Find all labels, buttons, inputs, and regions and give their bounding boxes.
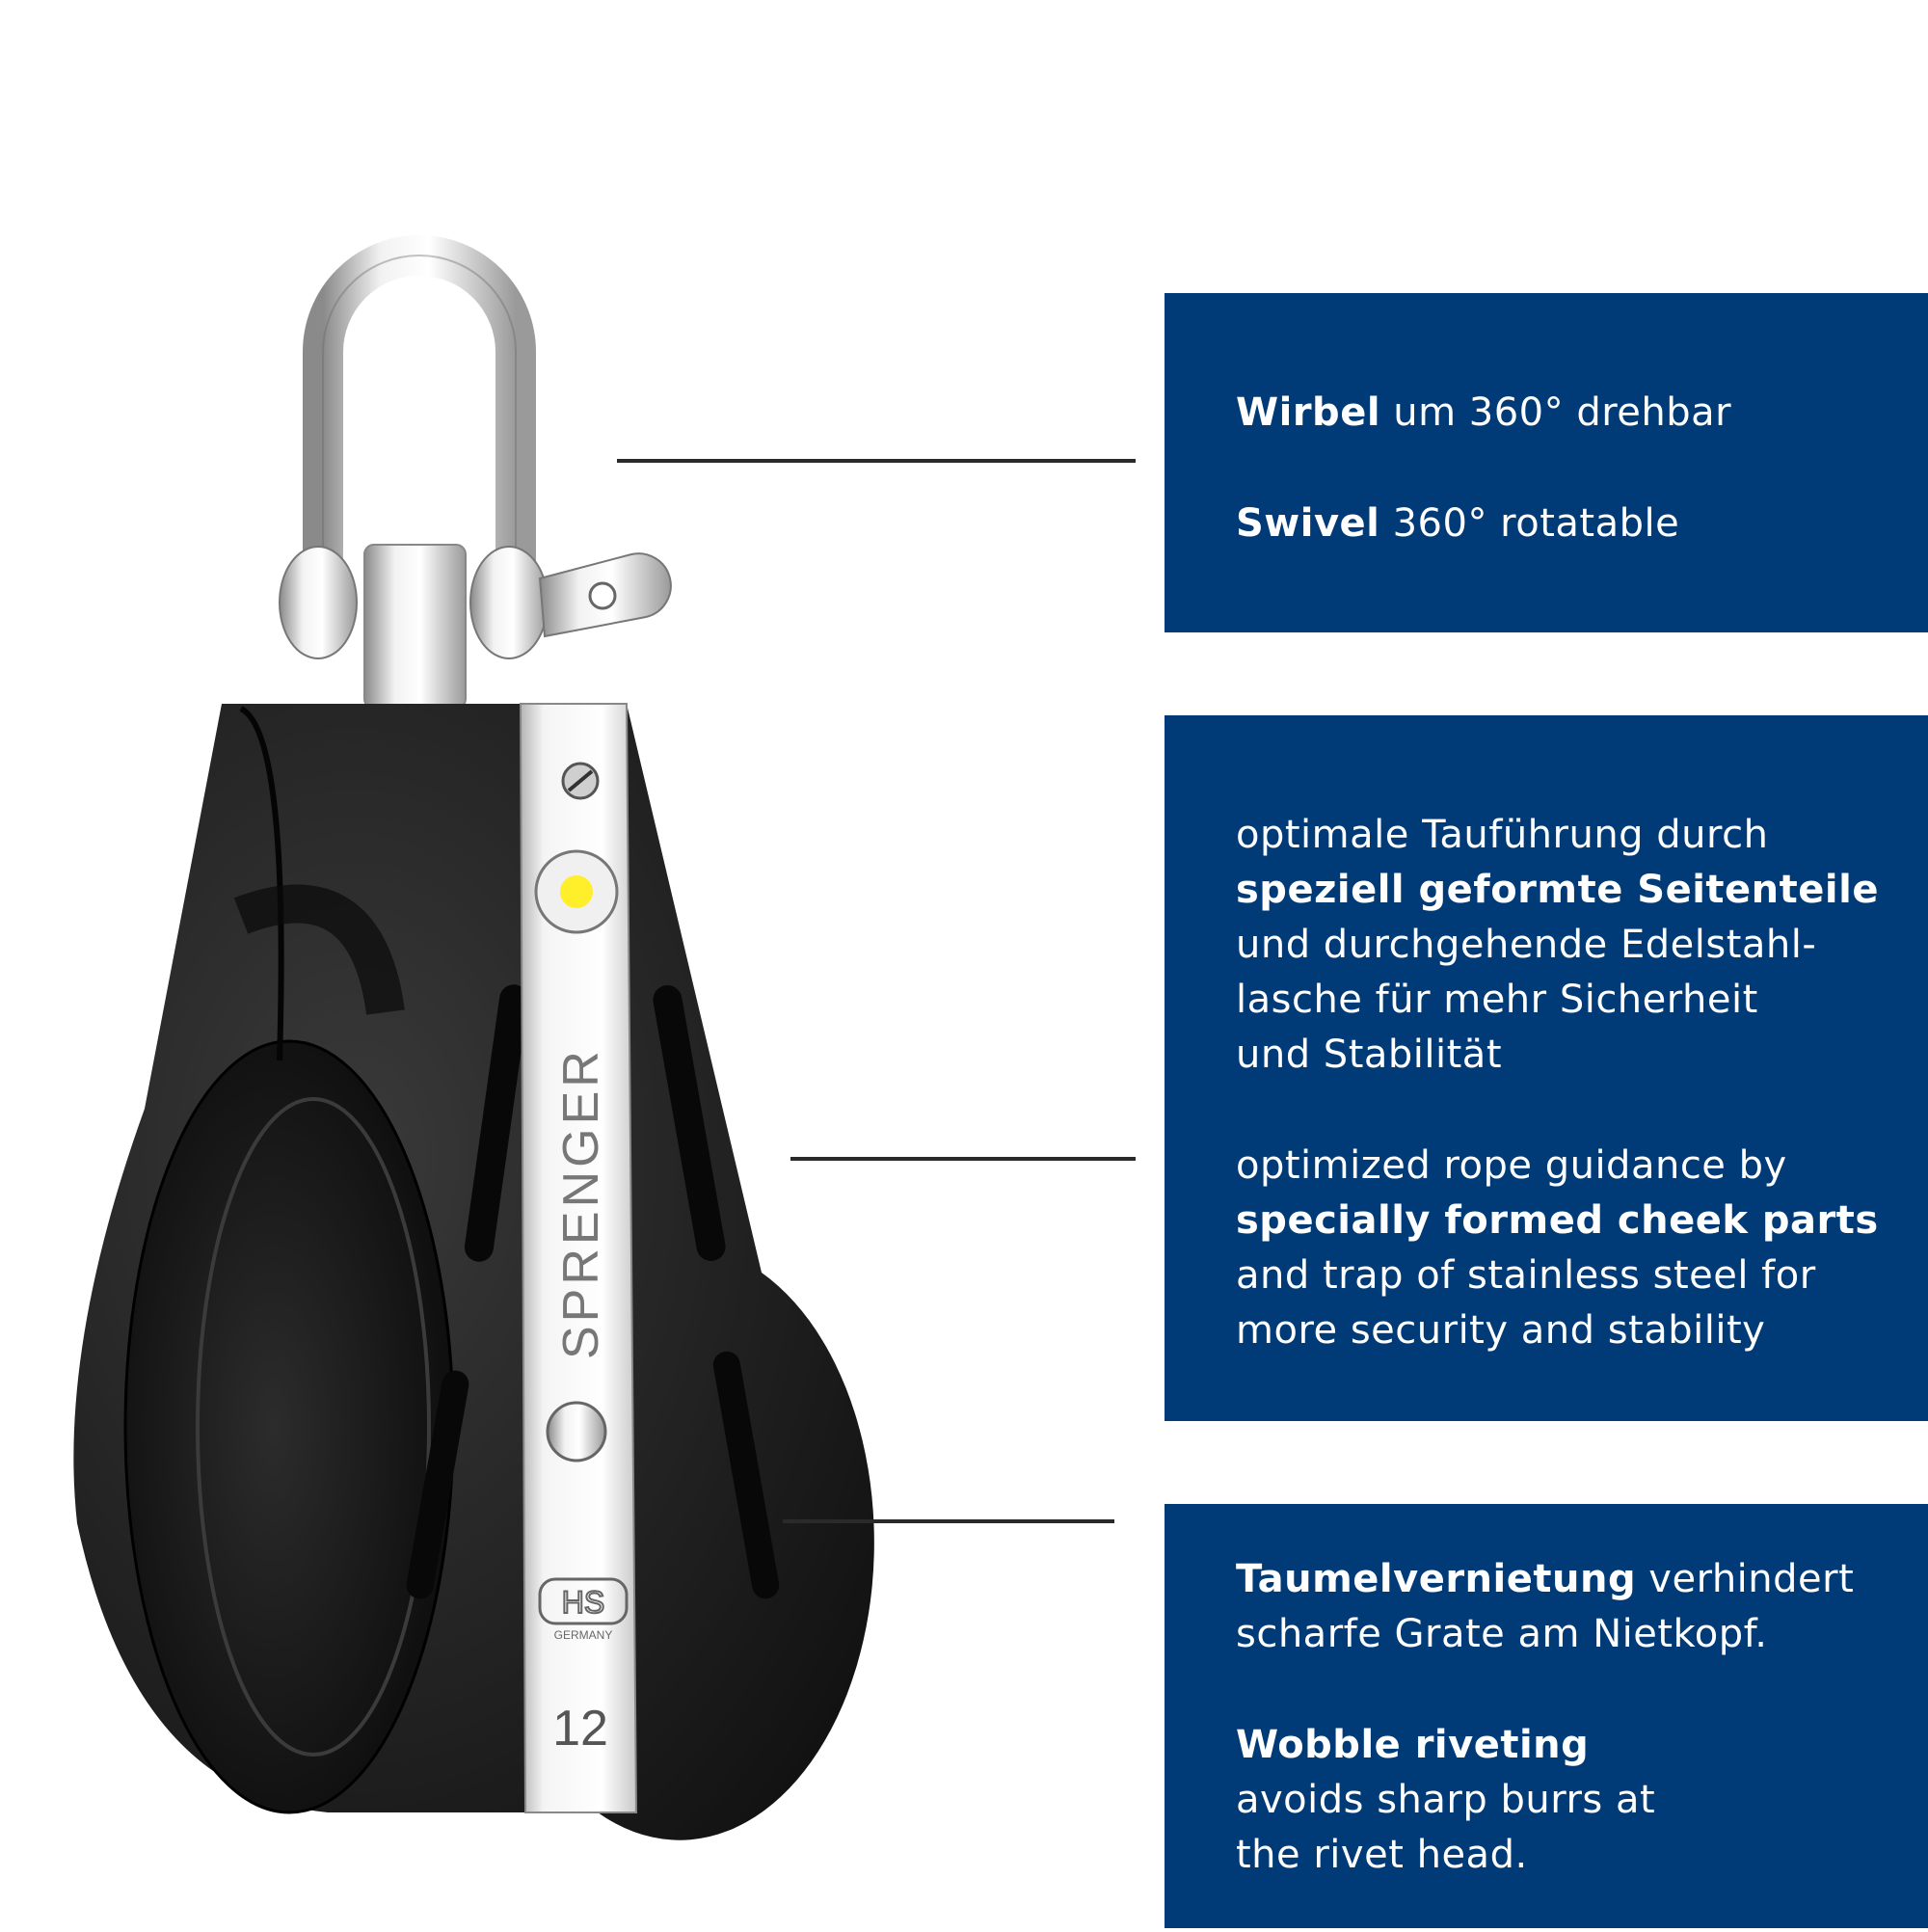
hs-logo-text: HS (562, 1585, 604, 1620)
cheeks-de-line3: und durchgehende Edelstahl- (1236, 923, 1817, 967)
pulley-block-image: HS GERMANY 12 SPRENGER (73, 235, 874, 1840)
swivel-en-text: Swivel 360° rotatable (1236, 501, 1680, 546)
cheeks-en-line3: and trap of stainless steel for (1236, 1253, 1816, 1298)
pulley-block-illustration: HS GERMANY 12 SPRENGER (73, 235, 874, 1840)
cheeks-en-line4: more security and stability (1236, 1308, 1766, 1353)
leader-line-cheeks (790, 1157, 1136, 1161)
info-panel-cheek-parts: optimale Tauführung durch speziell gefor… (1165, 715, 1928, 1421)
bearing-indicator-icon (560, 875, 593, 908)
cheeks-de-bold: speziell geformte Seitenteile (1236, 868, 1879, 912)
rivet-en-line3: the rivet head. (1236, 1833, 1528, 1877)
stainless-strap: HS GERMANY 12 SPRENGER (519, 703, 638, 1813)
info-panel-swivel: Wirbel um 360° drehbar Swivel 360° rotat… (1165, 293, 1928, 632)
hs-logo-subtext: GERMANY (554, 1628, 613, 1642)
hs-logo (538, 1577, 629, 1625)
rivet-de-line2: scharfe Grate am Nietkopf. (1236, 1612, 1768, 1656)
rivet-icon (546, 1401, 607, 1462)
shackle (279, 235, 672, 710)
rivet-en-line2: avoids sharp burrs at (1236, 1778, 1656, 1822)
rivet-en-bold: Wobble riveting (1236, 1723, 1590, 1767)
size-number: 12 (552, 1701, 608, 1757)
swivel-de-text: Wirbel um 360° drehbar (1236, 390, 1732, 435)
leader-line-swivel (617, 459, 1136, 463)
cheeks-de-line5: und Stabilität (1236, 1033, 1503, 1077)
rivet-de-line1: Taumelvernietung verhindert (1236, 1557, 1855, 1601)
cheeks-de-line4: lasche für mehr Sicherheit (1236, 978, 1758, 1022)
cheeks-en-bold: specially formed cheek parts (1236, 1198, 1879, 1243)
brand-engraving: SPRENGER (553, 1047, 609, 1359)
block-body (73, 704, 874, 1840)
cheeks-de-line1: optimale Tauführung durch (1236, 813, 1769, 857)
info-panel-rivet: Taumelvernietung verhindert scharfe Grat… (1165, 1504, 1928, 1928)
cheeks-en-line1: optimized rope guidance by (1236, 1143, 1787, 1188)
leader-line-rivet (783, 1519, 1114, 1523)
